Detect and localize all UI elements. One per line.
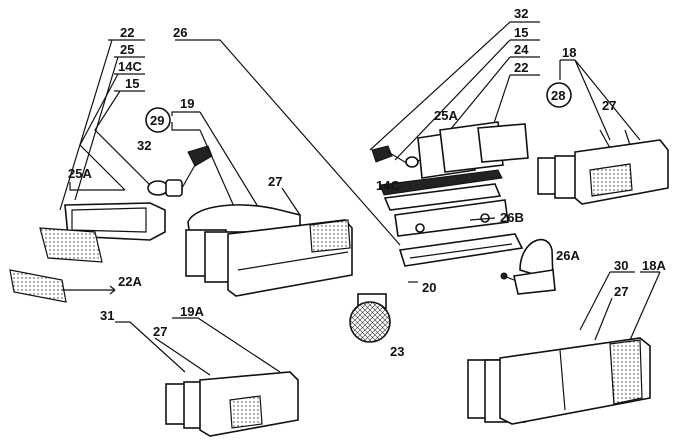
side-lamp-lens	[39, 227, 103, 263]
label-14C-left: 14C	[118, 59, 142, 74]
label-19A: 19A	[180, 304, 204, 319]
label-25A-left: 25A	[68, 166, 92, 181]
label-18A: 18A	[642, 258, 666, 273]
label-22-top: 22	[514, 60, 528, 75]
label-32-top: 32	[514, 6, 528, 21]
leader-18A	[629, 271, 661, 341]
tail-lamp-lens-divider	[237, 251, 349, 271]
label-28: 28	[551, 88, 565, 103]
leader-26B	[469, 217, 496, 221]
plate-lamp-top	[379, 169, 503, 196]
label-22-left: 22	[120, 25, 134, 40]
leader-15-left	[94, 90, 151, 186]
plate-lamp-group	[175, 39, 524, 283]
leader-19	[199, 111, 261, 221]
label-27-bottom-left: 27	[153, 324, 167, 339]
leader-25A-left	[69, 182, 125, 191]
label-23: 23	[390, 344, 404, 359]
label-27-bottom-right: 27	[614, 284, 628, 299]
label-29: 29	[150, 113, 164, 128]
leader-27-bottom-left	[154, 337, 211, 376]
leader-31	[115, 321, 186, 373]
plate-lamp-base	[383, 183, 502, 211]
label-22A: 22A	[118, 274, 142, 289]
tail-lamp-19A-group	[115, 317, 299, 437]
connector-32	[371, 145, 393, 163]
lamp-26A-base	[513, 269, 556, 295]
label-20: 20	[422, 280, 436, 295]
callout-circle-28	[546, 82, 572, 108]
label-31: 31	[100, 308, 114, 323]
callout-labels: 22 25 14C 15 26 32 15 24 22 18 29 19 32 …	[68, 6, 666, 359]
reflector-back	[477, 123, 529, 163]
bulb-top	[405, 156, 419, 168]
label-24: 24	[514, 42, 529, 57]
label-14C-right: 14C	[376, 178, 400, 193]
leader-32-top	[369, 21, 540, 151]
tail-lamp-18-group	[537, 59, 669, 205]
tail-lamp-19-group	[185, 187, 353, 297]
callout-circle-29	[145, 107, 171, 133]
lamp-26A-wire	[503, 275, 515, 281]
label-19: 19	[180, 96, 194, 111]
leader-22-left	[59, 39, 145, 211]
label-18: 18	[562, 45, 576, 60]
leader-24	[449, 56, 540, 131]
tail-lamp-18A-panel	[609, 339, 643, 405]
lamp-26A-cover	[519, 238, 554, 282]
label-32-left: 32	[137, 138, 151, 153]
label-27-right: 27	[602, 98, 616, 113]
tail-lamp-reflector	[309, 219, 351, 253]
leader-29	[171, 111, 200, 131]
leader-26	[175, 39, 401, 246]
left-upper-lamp-group	[9, 39, 261, 303]
bulb	[147, 180, 169, 196]
tail-lamp-19A-panel	[229, 395, 263, 429]
tail-lamp-18A-group	[467, 271, 661, 425]
plate-lamp-lens	[398, 233, 524, 267]
label-25A-right: 25A	[434, 108, 458, 123]
label-26B: 26B	[500, 210, 524, 225]
plate-screw-1	[415, 223, 425, 233]
leader-18	[559, 59, 641, 141]
label-26: 26	[173, 25, 187, 40]
side-lamp-housing-inner	[71, 207, 147, 233]
label-15-left: 15	[125, 76, 139, 91]
leader-27-mid	[281, 187, 301, 216]
side-marker-lamp	[9, 269, 67, 303]
label-15-top: 15	[514, 25, 528, 40]
round-lamp-23-group	[349, 293, 391, 343]
leader-19A	[172, 317, 281, 373]
wire	[181, 164, 196, 189]
label-27-mid: 27	[268, 174, 282, 189]
leader-27-right	[599, 129, 631, 149]
plate-lamp-lens-line	[409, 243, 513, 259]
tail-lamp-18-panel	[589, 163, 633, 197]
lamp-26A-group	[500, 238, 556, 295]
leader-22A	[62, 285, 116, 295]
top-center-group	[369, 21, 540, 179]
leader-30	[579, 271, 635, 331]
leader-14C-left	[79, 73, 145, 191]
round-lamp-23	[349, 301, 391, 343]
label-30: 30	[614, 258, 628, 273]
label-26A: 26A	[556, 248, 580, 263]
bulb-holder	[165, 179, 183, 197]
label-25-left: 25	[120, 42, 134, 57]
leader-15-top	[394, 39, 540, 161]
leader-27-bottom-right	[594, 297, 613, 341]
